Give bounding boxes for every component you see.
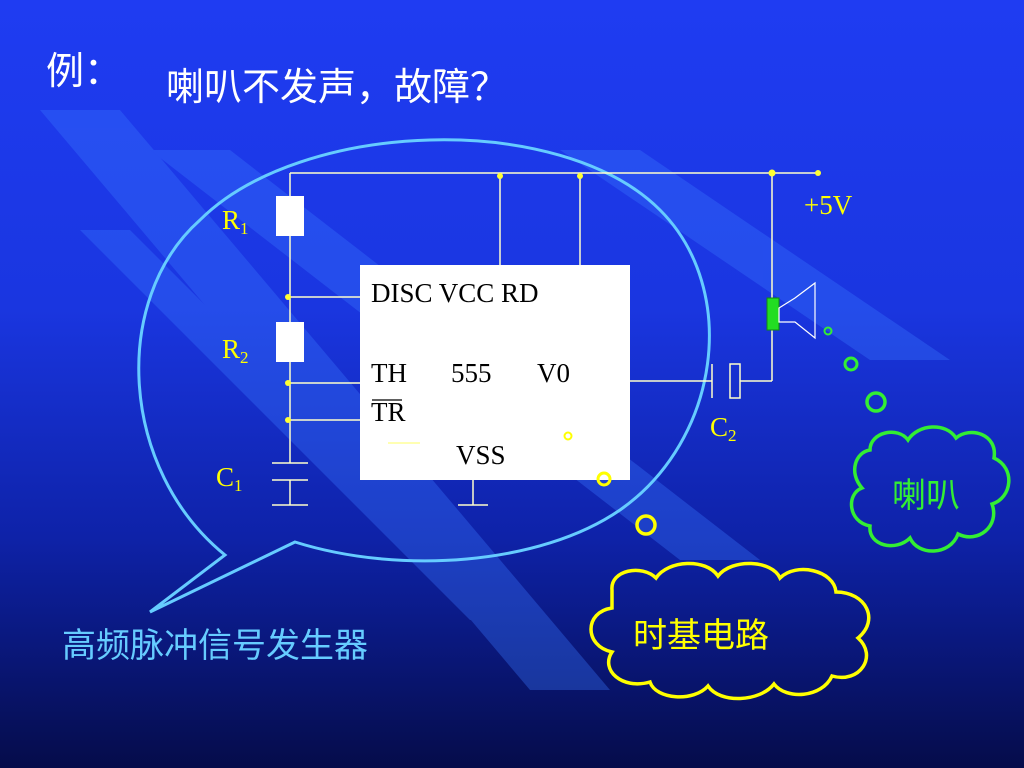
chip-pin-th: TH	[371, 358, 407, 388]
dot-speaker-3	[865, 391, 887, 413]
band-1	[40, 110, 610, 690]
label-r2-main: R	[222, 334, 241, 364]
speaker-icon	[766, 281, 816, 340]
dot-speaker-1	[823, 326, 833, 336]
label-vcc-5v: +5V	[804, 190, 853, 220]
high-frequency-pulse-generator-label: 高频脉冲信号发生器	[62, 626, 368, 666]
speaker-cloud	[849, 425, 1011, 553]
label-r1-main: R	[222, 205, 241, 235]
speaker-cloud-label: 喇叭	[892, 476, 960, 516]
speech-bubble-outline	[137, 138, 711, 614]
thought-dots	[563, 326, 887, 536]
junction-nodes	[285, 169, 821, 423]
chip-555-body	[360, 265, 630, 480]
label-c2-main: C	[710, 412, 729, 442]
timebase-cloud	[589, 561, 871, 701]
label-r1: R1	[222, 205, 249, 239]
band-3	[560, 150, 950, 360]
label-r2: R2	[222, 334, 249, 368]
node-disc	[285, 294, 291, 300]
node-rd	[577, 173, 583, 179]
chip-pin-tr: TR	[371, 397, 406, 427]
label-c1: C1	[216, 462, 243, 496]
c2-plate-right	[729, 363, 741, 399]
title-prefix: 例：	[46, 49, 123, 93]
label-c2-sub: 2	[728, 426, 737, 445]
timebase-cloud-label: 时基电路	[633, 616, 769, 656]
chip-pin-v0: V0	[537, 358, 570, 388]
node-tr	[285, 417, 291, 423]
resistor-r2	[276, 322, 304, 362]
dot-timebase-3	[635, 514, 657, 536]
chip-pin-vss: VSS	[456, 440, 506, 470]
band-4	[80, 230, 520, 620]
dot-speaker-2	[843, 356, 859, 372]
chip-row-disc-vcc-rd: DISC VCC RD	[371, 278, 539, 308]
chip-model-555: 555	[451, 358, 492, 388]
resistor-r1	[276, 196, 304, 236]
dot-timebase-2	[596, 471, 612, 487]
page-title: 喇叭不发声，故障？	[166, 65, 509, 109]
dot-timebase-1	[563, 431, 573, 441]
label-r1-sub: 1	[240, 219, 249, 238]
node-th	[285, 380, 291, 386]
label-r2-sub: 2	[240, 348, 249, 367]
label-c2: C2	[710, 412, 737, 446]
node-vcc	[497, 173, 503, 179]
node-5v	[815, 170, 821, 176]
node-speaker	[768, 169, 776, 177]
label-c1-main: C	[216, 462, 235, 492]
label-c1-sub: 1	[234, 476, 243, 495]
